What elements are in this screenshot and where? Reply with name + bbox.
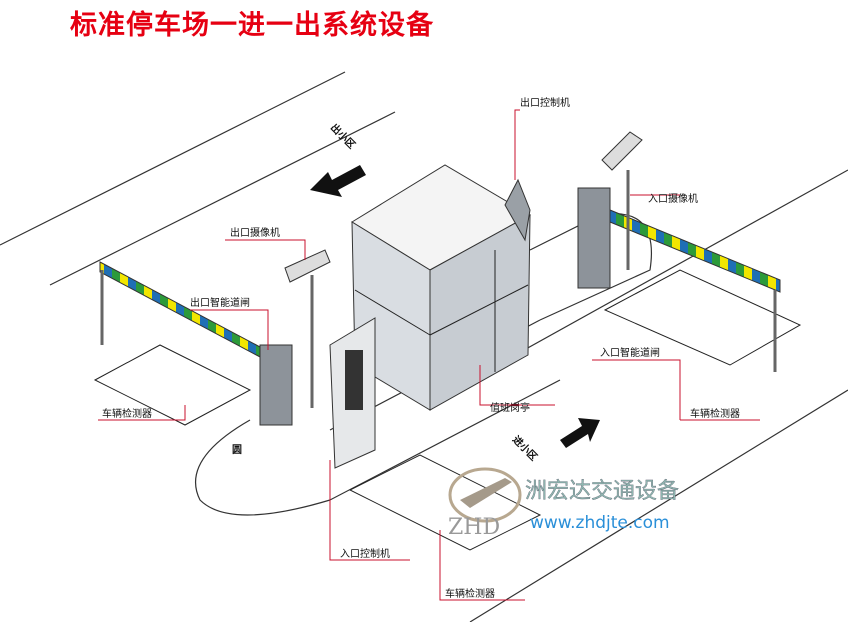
label-exit-controller: 出口控制机 <box>520 96 570 109</box>
company-logo: ZHD <box>448 467 522 540</box>
label-exit-barrier: 出口智能道闸 <box>190 296 250 309</box>
label-entry-controller: 入口控制机 <box>340 547 390 560</box>
label-detector-right: 车辆检测器 <box>690 407 740 420</box>
logo-mark: ZHD <box>448 515 500 540</box>
diagram-title: 标准停车场一进一出系统设备 <box>70 9 434 41</box>
label-detector-left: 车辆检测器 <box>102 407 152 420</box>
entry-controller <box>329 317 376 469</box>
detector-loops <box>93 269 802 551</box>
label-exit-camera: 出口摄像机 <box>230 226 280 239</box>
entry-direction-label: 进小区 <box>510 433 540 463</box>
exit-direction-label: 出小区 <box>328 121 358 151</box>
entry-barrier <box>577 187 781 372</box>
company-name: 洲宏达交通设备 <box>525 479 679 504</box>
company-url[interactable]: www.zhdjte.com <box>530 513 670 533</box>
entry-direction-arrow-icon <box>560 418 600 448</box>
guard-booth <box>351 164 532 411</box>
label-island-mark: 圆 <box>232 444 242 456</box>
label-entry-barrier: 入口智能道闸 <box>600 346 660 359</box>
exit-barrier <box>99 261 293 426</box>
exit-camera <box>284 249 331 408</box>
entry-camera <box>601 131 643 270</box>
exit-controller <box>504 178 531 242</box>
exit-direction-arrow-icon <box>310 165 366 197</box>
label-detector-bottom: 车辆检测器 <box>445 587 495 600</box>
leader-lines <box>98 109 760 601</box>
label-booth: 值班岗亭 <box>490 401 530 414</box>
label-entry-camera: 入口摄像机 <box>648 192 698 205</box>
